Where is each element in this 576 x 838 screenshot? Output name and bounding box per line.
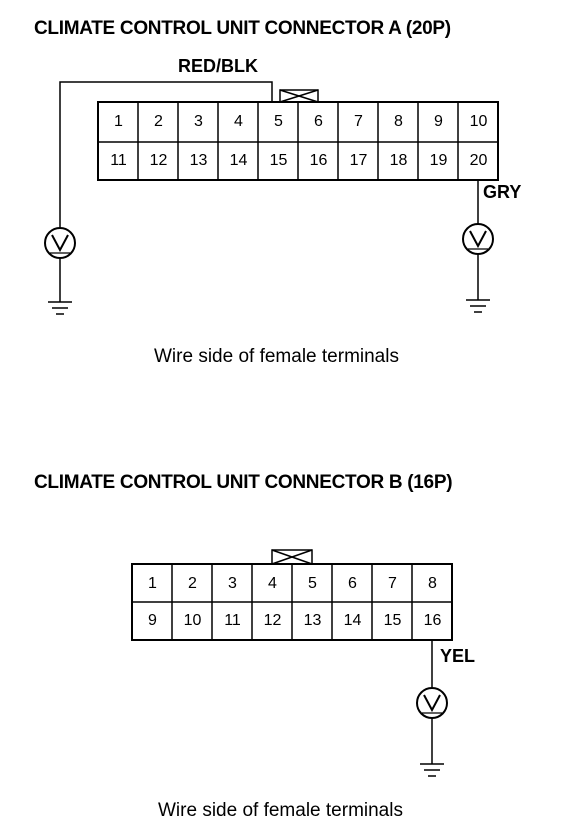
pin-a-18: 18 xyxy=(389,152,408,169)
pin-a-15: 15 xyxy=(269,152,288,169)
bottom-ground-icon xyxy=(420,763,444,777)
connector-a-latch-icon xyxy=(279,89,319,103)
connector-a-caption: Wire side of female terminals xyxy=(154,346,399,367)
pin-b-3: 3 xyxy=(228,575,237,592)
pin-a-20: 20 xyxy=(469,152,488,169)
pin-a-8: 8 xyxy=(394,113,403,130)
pin-a-4: 4 xyxy=(234,113,243,130)
left-ground-icon xyxy=(48,301,72,315)
wire-label-gry: GRY xyxy=(483,182,522,202)
pin-a-14: 14 xyxy=(229,152,248,169)
right-ground-icon xyxy=(466,299,490,313)
pin-a-19: 19 xyxy=(429,152,448,169)
wire-label-yel: YEL xyxy=(440,646,476,666)
pin-a-7: 7 xyxy=(354,113,363,130)
pin-b-1: 1 xyxy=(148,575,157,592)
connector-b-latch-icon xyxy=(271,549,313,565)
pin-b-10: 10 xyxy=(183,612,202,629)
pin-a-2: 2 xyxy=(154,113,163,130)
pin-a-9: 9 xyxy=(434,113,443,130)
right-voltmeter-icon xyxy=(462,223,494,255)
pin-a-1: 1 xyxy=(114,113,123,130)
pin-a-10: 10 xyxy=(469,113,488,130)
pin-a-6: 6 xyxy=(314,113,323,130)
connector-a-dividers xyxy=(137,102,459,180)
red-blk-wire xyxy=(59,81,273,228)
pin-b-4: 4 xyxy=(268,575,277,592)
pin-b-5: 5 xyxy=(308,575,317,592)
pin-b-16: 16 xyxy=(423,612,442,629)
pin-b-7: 7 xyxy=(388,575,397,592)
pin-a-12: 12 xyxy=(149,152,168,169)
pin-b-13: 13 xyxy=(303,612,322,629)
connector-a-title: CLIMATE CONTROL UNIT CONNECTOR A (20P) xyxy=(34,18,451,39)
pin-b-12: 12 xyxy=(263,612,282,629)
pin-a-3: 3 xyxy=(194,113,203,130)
pin-b-11: 11 xyxy=(224,612,241,629)
pin-b-2: 2 xyxy=(188,575,197,592)
connector-b-caption: Wire side of female terminals xyxy=(158,800,403,821)
pin-b-9: 9 xyxy=(148,612,157,629)
pin-a-5: 5 xyxy=(274,113,283,130)
pin-b-6: 6 xyxy=(348,575,357,592)
pin-a-16: 16 xyxy=(309,152,328,169)
connector-b-dividers xyxy=(171,564,413,640)
pin-b-15: 15 xyxy=(383,612,402,629)
connector-b-title: CLIMATE CONTROL UNIT CONNECTOR B (16P) xyxy=(34,472,453,493)
left-voltmeter-icon xyxy=(44,227,76,259)
pin-a-13: 13 xyxy=(189,152,208,169)
bottom-voltmeter-icon xyxy=(416,687,448,719)
pin-a-11: 11 xyxy=(110,152,127,169)
pin-a-17: 17 xyxy=(349,152,368,169)
pin-b-14: 14 xyxy=(343,612,362,629)
pin-b-8: 8 xyxy=(428,575,437,592)
wire-label-red-blk: RED/BLK xyxy=(178,56,258,76)
